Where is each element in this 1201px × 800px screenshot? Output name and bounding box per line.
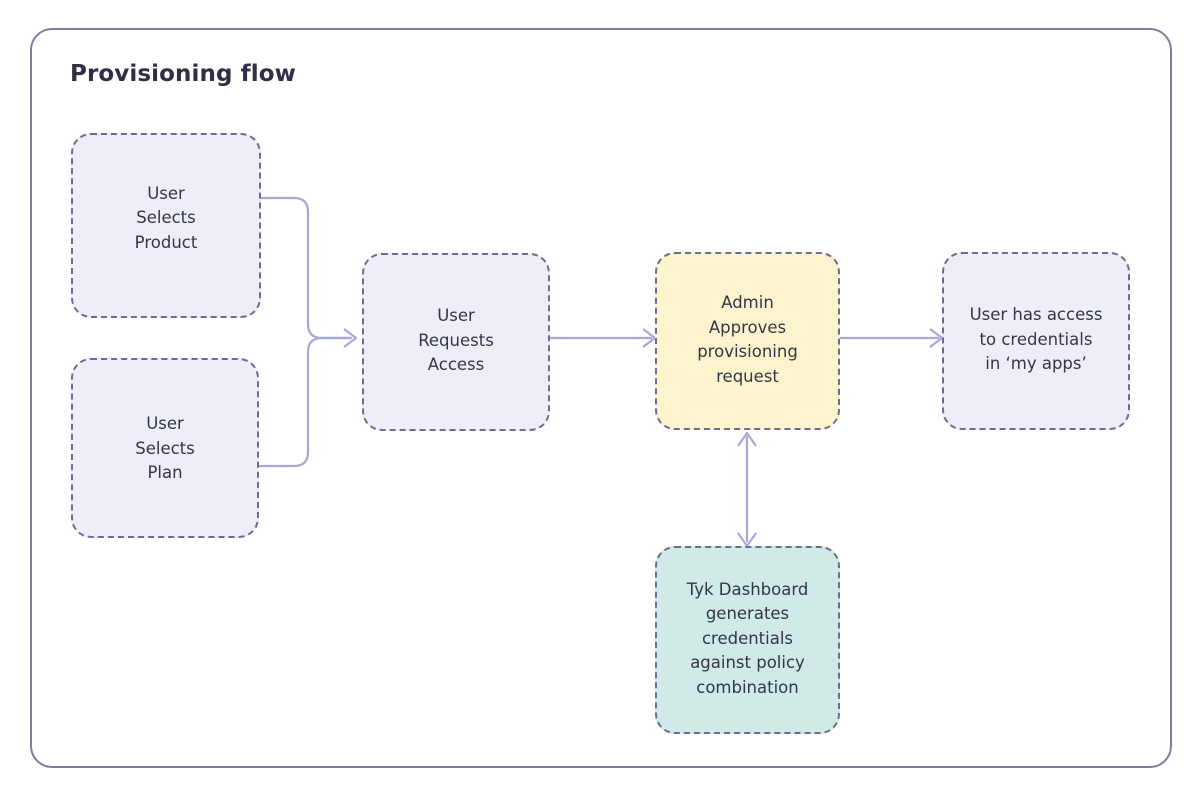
node-admin-approves-provisioning-request[interactable]: Admin Approves provisioning request <box>655 252 840 430</box>
node-label: User Requests Access <box>418 306 494 375</box>
node-user-selects-product[interactable]: User Selects Product <box>71 133 261 318</box>
node-label: Tyk Dashboard generates credentials agai… <box>686 579 809 697</box>
node-label: User has access to credentials in ‘my ap… <box>969 305 1103 374</box>
page-title: Provisioning flow <box>70 61 296 87</box>
node-user-has-access-to-credentials[interactable]: User has access to credentials in ‘my ap… <box>942 252 1130 430</box>
node-user-requests-access[interactable]: User Requests Access <box>362 253 550 431</box>
node-tyk-dashboard-generates-credentials[interactable]: Tyk Dashboard generates credentials agai… <box>655 546 840 734</box>
node-label: User Selects Product <box>134 183 198 252</box>
node-label: User Selects Plan <box>135 414 195 483</box>
node-user-selects-plan[interactable]: User Selects Plan <box>71 358 259 538</box>
node-label: Admin Approves provisioning request <box>697 293 798 386</box>
